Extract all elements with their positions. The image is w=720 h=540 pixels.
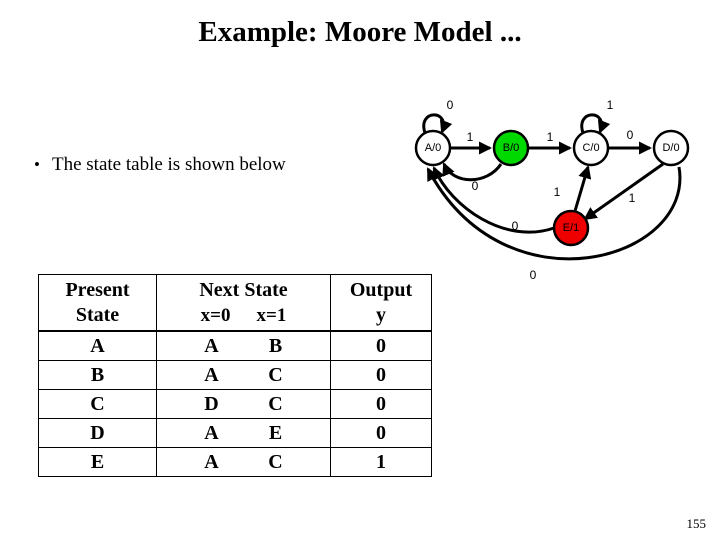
edge-label-E-C: 1	[554, 185, 561, 199]
cell-next-x1: B	[268, 334, 283, 357]
edge-D-A	[426, 166, 682, 261]
header-present-state-line1: Present	[65, 278, 130, 301]
edge-label-B-C: 1	[547, 130, 554, 144]
cell-next-state: A C	[156, 360, 331, 390]
table-row: A A B 0	[38, 330, 432, 361]
cell-next-x0: A	[204, 363, 219, 386]
cell-present-state: E	[38, 447, 157, 477]
cell-next-x1: C	[268, 392, 283, 415]
state-node-A-label: A/0	[425, 142, 442, 154]
cell-next-x1: E	[268, 421, 283, 444]
state-node-D-label: D/0	[662, 142, 679, 154]
table-row: C D C 0	[38, 389, 432, 419]
cell-next-x1: C	[268, 363, 283, 386]
edge-label-C-A: 0	[512, 219, 519, 233]
bullet-dot-icon: •	[34, 155, 40, 174]
edge-label-D-A: 0	[530, 268, 537, 282]
cell-next-state: A E	[156, 418, 331, 448]
header-next-x1: x=1	[256, 304, 287, 326]
state-node-A[interactable]: A/0	[414, 129, 452, 167]
cell-output: 0	[330, 418, 432, 448]
state-node-B-label: B/0	[503, 142, 520, 154]
cell-next-x0: A	[204, 334, 219, 357]
state-node-B[interactable]: B/0	[492, 129, 530, 167]
cell-next-x0: D	[204, 392, 219, 415]
state-node-A-circle	[414, 129, 452, 167]
table-row: D A E 0	[38, 418, 432, 448]
state-node-D-circle	[652, 129, 690, 167]
cell-next-state: A B	[156, 330, 331, 361]
page-title: Example: Moore Model ...	[198, 16, 522, 48]
state-node-C-label: C/0	[582, 142, 599, 154]
cell-output: 0	[330, 360, 432, 390]
page-number: 155	[686, 516, 707, 531]
cell-present-state: B	[38, 360, 157, 390]
header-output-var: y	[376, 303, 386, 326]
table-header-row: Present State Next State x=0 x=1	[38, 274, 432, 332]
header-output-title: Output	[349, 278, 413, 301]
edge-E-A	[432, 166, 555, 234]
header-next-x0: x=0	[200, 304, 231, 326]
edge-label-D-E: 1	[629, 191, 636, 205]
edge-label-C-C: 1	[607, 98, 614, 112]
header-next-state: Next State x=0 x=1	[156, 274, 331, 332]
cell-present-state: A	[38, 330, 157, 361]
cell-next-x0: A	[204, 450, 219, 473]
state-node-E-label: E/1	[563, 222, 580, 234]
header-output: Output y	[330, 274, 432, 332]
edge-E-C	[573, 165, 592, 212]
state-node-C-circle	[572, 129, 610, 167]
cell-output: 1	[330, 447, 432, 477]
header-next-state-title: Next State	[199, 278, 288, 301]
table-row: E A C 1	[38, 447, 432, 477]
cell-next-x1: C	[268, 450, 283, 473]
edge-A-A	[422, 113, 453, 134]
cell-present-state: D	[38, 418, 157, 448]
edge-C-C	[580, 113, 611, 134]
bullet-list: • The state table is shown below	[34, 152, 364, 178]
cell-next-state: A C	[156, 447, 331, 477]
state-node-D[interactable]: D/0	[652, 129, 690, 167]
table-row: B A C 0	[38, 360, 432, 390]
cell-present-state: C	[38, 389, 157, 419]
table-body: A A B 0 B A C 0	[38, 330, 432, 477]
edge-D-E	[583, 162, 664, 221]
edge-label-A-B: 1	[467, 130, 474, 144]
edge-B-A	[442, 162, 503, 182]
edge-label-B-A: 0	[472, 179, 479, 193]
state-node-B-circle	[492, 129, 530, 167]
cell-next-state: D C	[156, 389, 331, 419]
edge-label-C-D: 0	[627, 128, 634, 142]
header-present-state-line2: State	[75, 303, 120, 326]
list-item: • The state table is shown below	[34, 152, 364, 178]
state-node-E-circle	[552, 209, 590, 247]
header-present-state: Present State	[38, 274, 157, 332]
state-node-C[interactable]: C/0	[572, 129, 610, 167]
cell-output: 0	[330, 330, 432, 361]
state-node-E[interactable]: E/1	[552, 209, 590, 247]
cell-output: 0	[330, 389, 432, 419]
state-diagram: A/0 B/0 C/0 D/0 E/1 0 1 0 1	[395, 85, 720, 295]
state-table: Present State Next State x=0 x=1	[38, 274, 432, 477]
bullet-text: The state table is shown below	[52, 154, 286, 175]
cell-next-x0: A	[204, 421, 219, 444]
edge-label-A-A: 0	[447, 98, 454, 112]
table-header: Present State Next State x=0 x=1	[38, 274, 432, 332]
